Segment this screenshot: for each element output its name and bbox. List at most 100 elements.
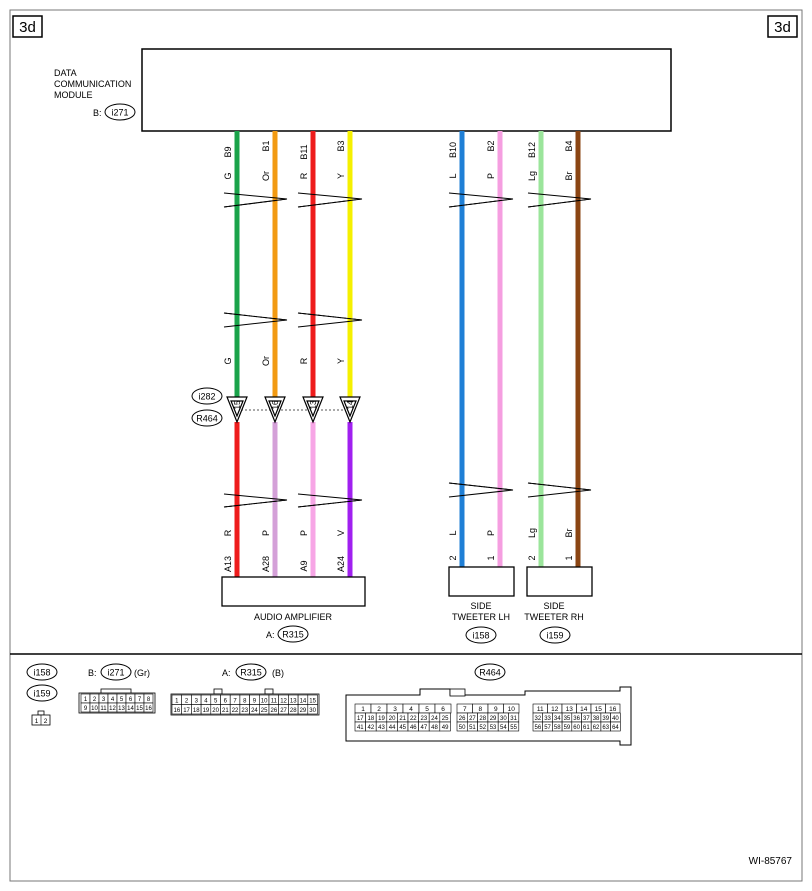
wire-color-label: P [486, 530, 496, 536]
section-marker-right: 3d [767, 15, 798, 38]
connector-pin-label: 4 [409, 706, 413, 713]
connector-pin-label: 2 [377, 706, 381, 713]
connector-pin-label: 24 [251, 708, 258, 714]
audio-amplifier-box [221, 576, 366, 607]
wire-color-label: Br [564, 171, 574, 180]
amplifier-connector-oval [277, 625, 309, 643]
junction-pin: 16 [271, 400, 280, 409]
legend-connector-prefix: B: [88, 668, 97, 678]
twist-mark-dashed [448, 482, 514, 491]
side-tweeter-rh-connector-oval [539, 626, 571, 644]
twist-mark [223, 493, 288, 508]
connector-pin-label: 3 [195, 699, 199, 705]
connector-pin-label: 39 [602, 716, 609, 722]
twisted-pair-marks [223, 192, 592, 508]
connector-pin-label: 12 [109, 706, 116, 712]
connector-pin-label: 34 [554, 716, 561, 722]
connector-pin-label: 17 [183, 708, 190, 714]
module-name-line2: COMMUNICATION [54, 79, 131, 89]
twist-mark [527, 482, 592, 498]
wire-color-label: P [299, 530, 309, 536]
legend-connector-id: i158 [33, 668, 50, 678]
connector-pin-label: 5 [214, 699, 218, 705]
connector-pin-label: 12 [551, 706, 559, 713]
wire-color-label: R [223, 529, 233, 536]
connector-pin-label: 26 [459, 716, 466, 722]
section-label-right: 3d [774, 19, 791, 36]
side-tweeter-rh-name1: SIDE [543, 601, 564, 611]
connector-pin-label: 57 [544, 725, 551, 731]
connector-latch [37, 710, 45, 716]
connector-pin-label: 29 [490, 716, 497, 722]
connector-pin-label: 54 [500, 725, 507, 731]
twist-mark [527, 192, 592, 208]
connector-pin-label: 16 [145, 706, 152, 712]
pin-label: A9 [299, 560, 309, 571]
connector-pin-label: 45 [399, 725, 406, 731]
connector-pin-label: 10 [508, 706, 516, 713]
side-tweeter-rh-connector-id: i159 [546, 631, 563, 641]
amplifier-connector-prefix: A: [266, 630, 275, 640]
module-connector-id: i271 [111, 108, 128, 118]
connector-pin-label: 3 [393, 706, 397, 713]
connector-pin-label: 16 [174, 708, 181, 714]
connector-pin-label: 23 [241, 708, 248, 714]
connector-pin-label: 27 [280, 708, 287, 714]
connector-pin-label: 9 [84, 706, 88, 712]
connector-pin-cell [439, 721, 451, 732]
connector-pin-label: 21 [222, 708, 229, 714]
side-tweeter-lh-box [448, 566, 515, 597]
connector-pin-label: 30 [309, 708, 316, 714]
connector-pin-label: 15 [595, 706, 603, 713]
connector-pin-label: 1 [361, 706, 365, 713]
connector-pin-label: 63 [602, 725, 609, 731]
connector-pin-label: 33 [544, 716, 551, 722]
connector-pin-label: 8 [243, 699, 247, 705]
legend-connector-id: i159 [33, 689, 50, 699]
pin-label: B12 [527, 142, 537, 158]
junction-connector-id-a: i282 [198, 392, 215, 402]
pin-label: 2 [527, 555, 537, 560]
connector-pin-label: 24 [431, 716, 438, 722]
wire-color-label: G [223, 357, 233, 364]
connector-pin-label: 32 [535, 716, 542, 722]
twist-mark-dashed [527, 198, 592, 208]
twist-mark [223, 192, 288, 208]
wire-color-label: Y [336, 173, 346, 179]
wire-color-label: Or [261, 356, 271, 366]
junction-connector-oval-b [191, 409, 223, 427]
connector-pin-label: 15 [136, 706, 143, 712]
junction-pin: 15 [233, 400, 242, 409]
connector-pin-label: 8 [147, 697, 151, 703]
pin-label: A24 [336, 556, 346, 572]
connector-pin-label: 7 [463, 706, 467, 713]
connector-latch [213, 688, 223, 695]
connector-pin-label: 13 [566, 706, 574, 713]
legend-oval [474, 663, 506, 681]
legend-oval [235, 663, 267, 681]
side-tweeter-lh-connector-oval [465, 626, 497, 644]
module-connector-oval [104, 103, 136, 121]
connector-pin-label: 10 [261, 699, 268, 705]
twist-mark-dashed [527, 482, 592, 491]
wire-color-label: R [299, 357, 309, 364]
legend-connector-id: i271 [107, 668, 124, 678]
module-name-line3: MODULE [54, 90, 93, 100]
wire-color-label: L [448, 173, 458, 178]
connector-pin-label: 44 [389, 725, 396, 731]
connector-pin-label: 5 [425, 706, 429, 713]
side-tweeter-rh-name2: TWEETER RH [524, 612, 584, 622]
connector-pin-label: 49 [442, 725, 449, 731]
connector-pin-cell [610, 721, 621, 732]
wire-color-label: Lg [527, 528, 537, 538]
twist-mark-dashed [297, 198, 363, 208]
section-label-left: 3d [19, 19, 36, 36]
connector-pin-label: 22 [410, 716, 417, 722]
pin-label: B11 [299, 144, 309, 159]
wire-color-label: P [486, 173, 496, 179]
connector-pin-label: 14 [300, 699, 307, 705]
connector-pin-label: 27 [469, 716, 476, 722]
left-wire-group [234, 131, 353, 578]
